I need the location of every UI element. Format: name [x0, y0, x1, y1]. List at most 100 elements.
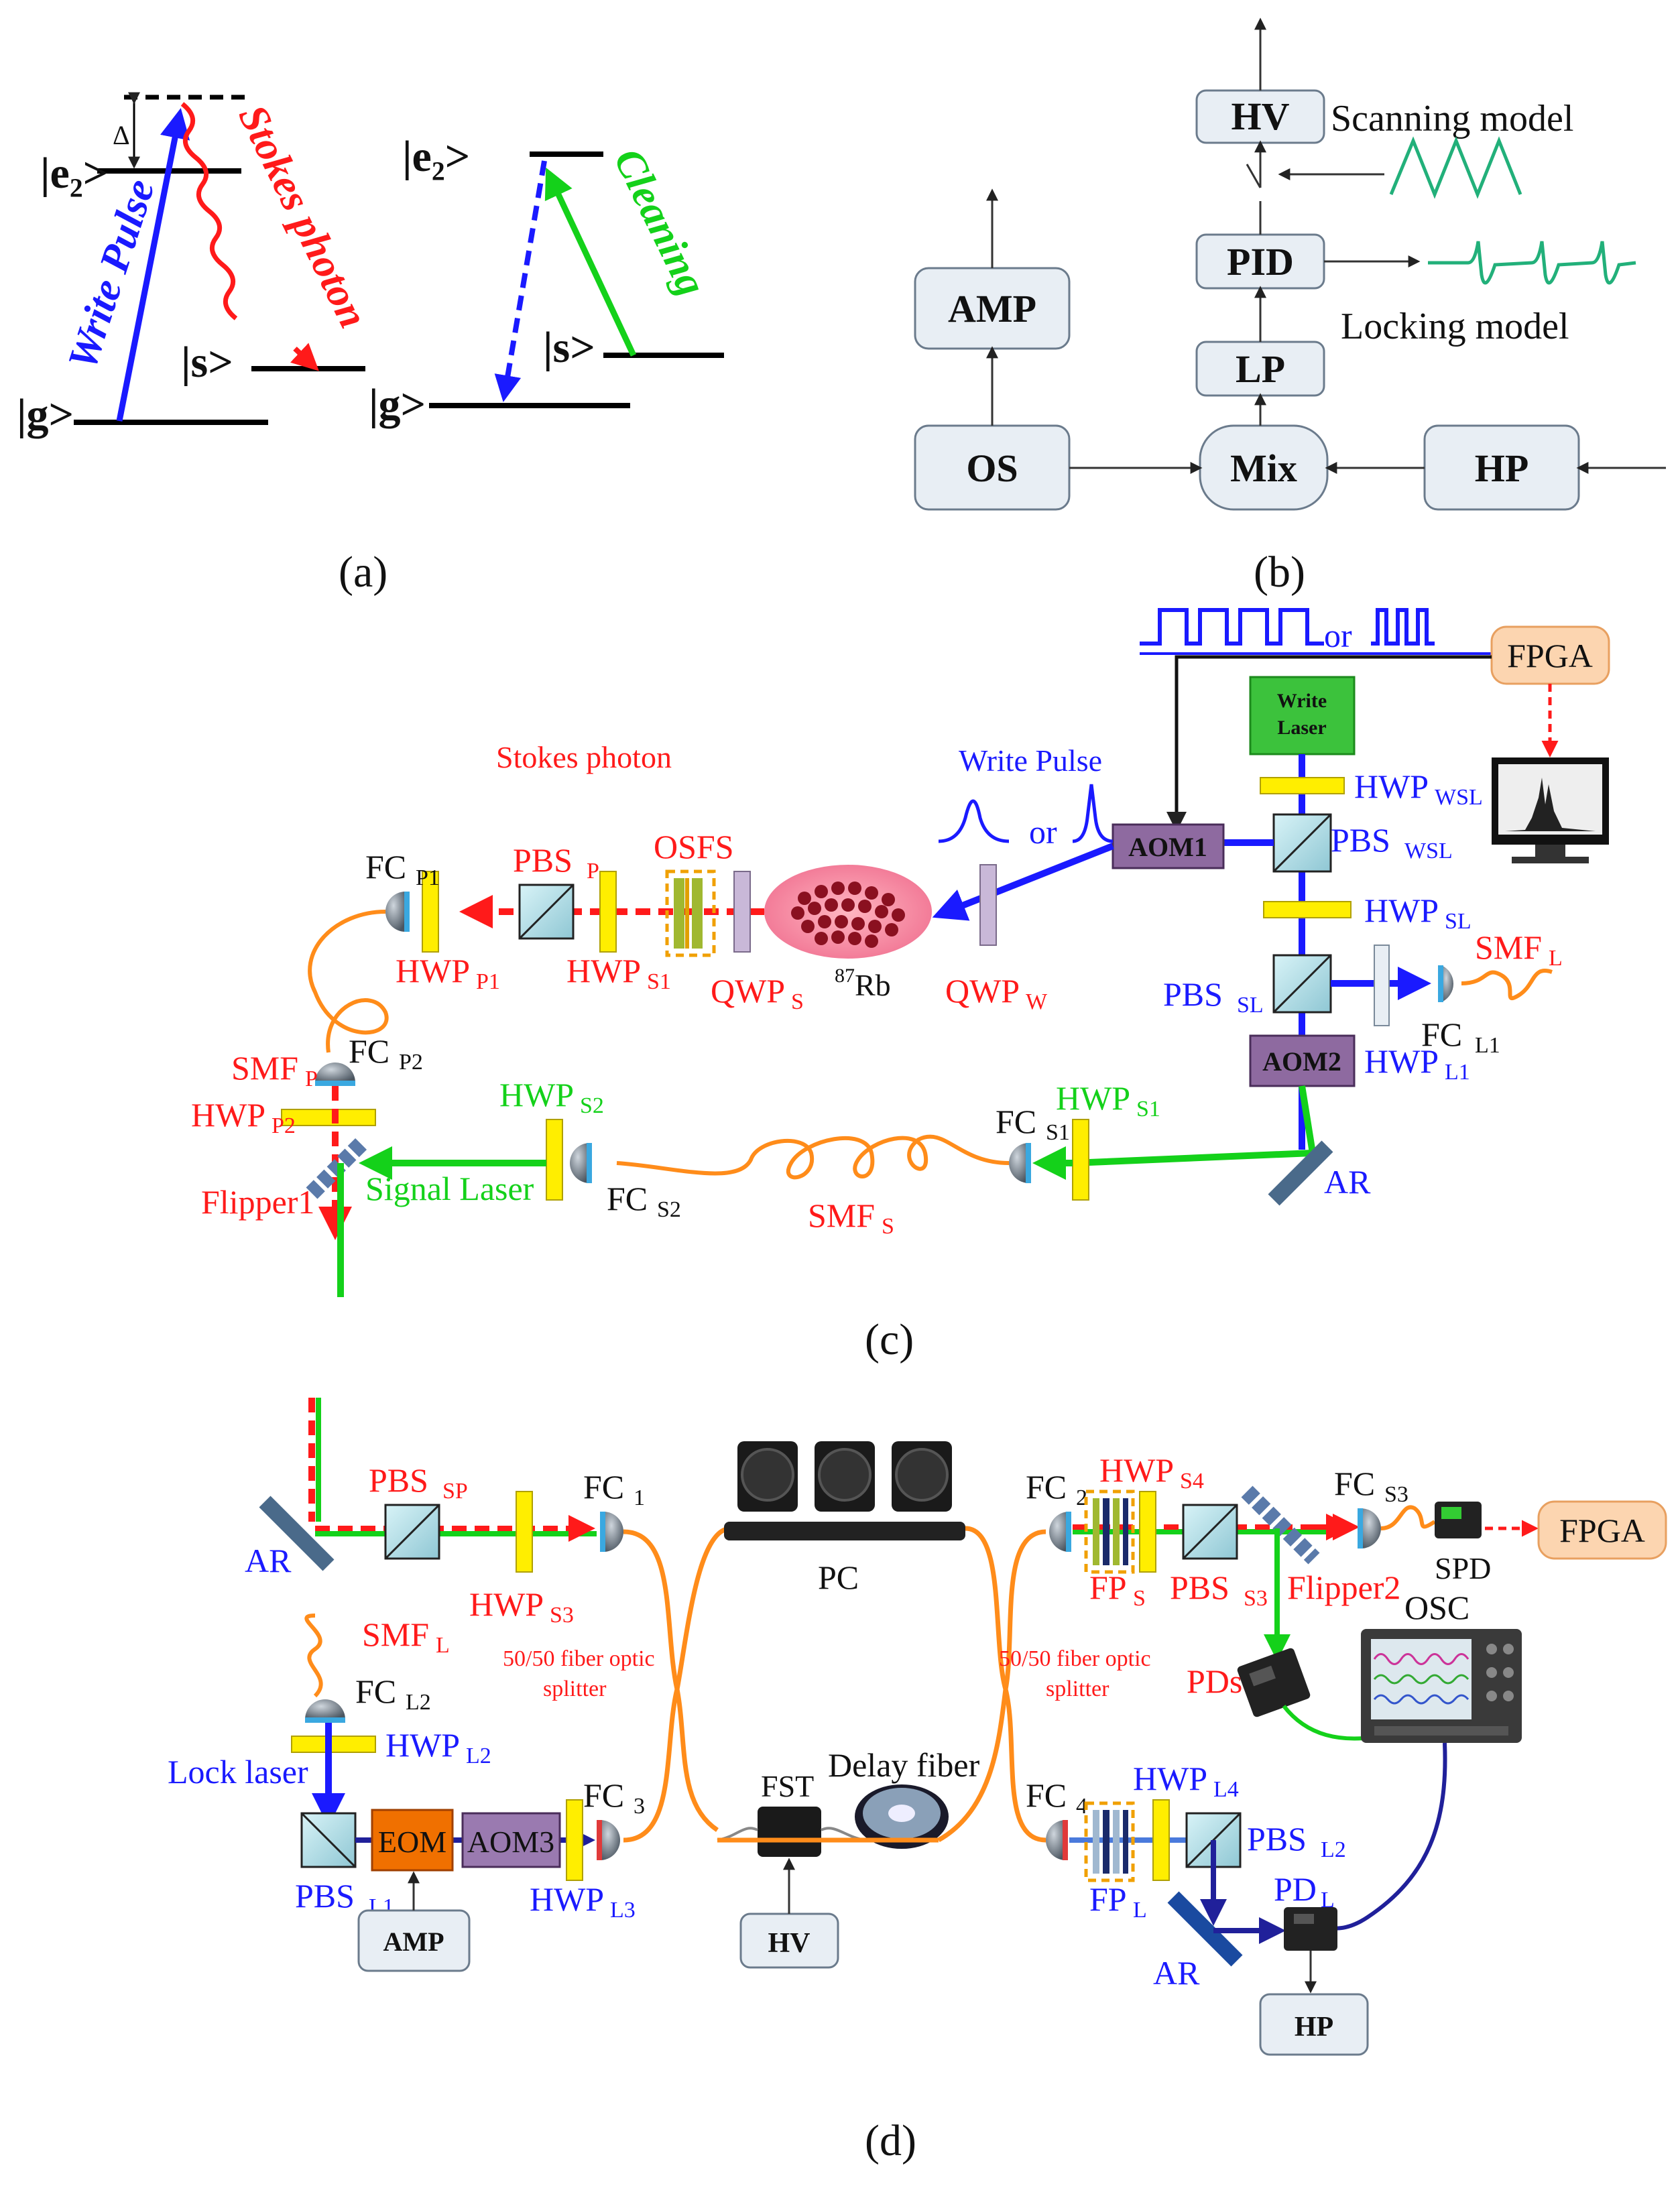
- panel-a-energy-levels: Δ |e₂> |s> |g> Write Pulse Stokes photon…: [17, 92, 724, 439]
- svg-text:50/50 fiber optic: 50/50 fiber optic: [999, 1646, 1151, 1671]
- svg-text:AOM2: AOM2: [1262, 1046, 1341, 1077]
- svg-text:splitter: splitter: [543, 1677, 607, 1701]
- svg-text:PBS: PBS: [369, 1461, 428, 1499]
- panel-d-label: (d): [865, 2116, 916, 2165]
- svg-text:P1: P1: [476, 969, 500, 994]
- panel-b-block-diagram: HV PID LP Mix OS AMP HP Scanning model L…: [914, 17, 1666, 511]
- fc2-coupler: [1049, 1512, 1071, 1552]
- svg-text:L: L: [1549, 946, 1563, 971]
- aom2-block: [1249, 1034, 1356, 1087]
- fc-p1-coupler: [385, 892, 410, 932]
- svg-text:PBS: PBS: [1331, 821, 1390, 859]
- fst-stretcher-icon: [717, 1807, 865, 1857]
- svg-text:S3: S3: [550, 1603, 574, 1628]
- fp-s-filter: [1084, 1490, 1135, 1574]
- svg-text:SPD: SPD: [1435, 1551, 1491, 1585]
- svg-text:PBS: PBS: [1170, 1569, 1229, 1606]
- scanning-model-label: Scanning model: [1331, 98, 1573, 139]
- svg-text:SL: SL: [1445, 909, 1472, 934]
- svg-text:FC: FC: [583, 1776, 624, 1814]
- pbs-sp-cube: [384, 1504, 440, 1560]
- svg-text:HWP: HWP: [530, 1880, 604, 1918]
- fpga-block-d: [1537, 1500, 1667, 1560]
- svg-text:FC: FC: [1026, 1776, 1067, 1814]
- svg-text:S: S: [791, 989, 804, 1014]
- narrow-pulse-icon: [1072, 784, 1114, 843]
- svg-text:HV: HV: [768, 1928, 811, 1959]
- svg-text:Stokes photon: Stokes photon: [496, 740, 672, 774]
- svg-text:HWP: HWP: [396, 952, 470, 989]
- svg-text:HWP: HWP: [1354, 768, 1429, 805]
- svg-text:AMP: AMP: [948, 287, 1036, 330]
- eom-block: [371, 1809, 454, 1872]
- level-g-label-right: |g>: [369, 380, 426, 429]
- scanning-sawtooth: [1389, 136, 1522, 199]
- svg-text:Mix: Mix: [1230, 446, 1297, 490]
- svg-text:OSC: OSC: [1404, 1589, 1469, 1626]
- write-laser-block: [1249, 676, 1356, 755]
- svg-text:W: W: [1026, 989, 1048, 1014]
- svg-text:or: or: [1324, 617, 1352, 654]
- svg-text:87: 87: [835, 965, 855, 987]
- svg-text:L: L: [1321, 1888, 1335, 1912]
- svg-text:AR: AR: [245, 1542, 292, 1579]
- svg-text:Flipper1: Flipper1: [201, 1183, 314, 1221]
- svg-text:P2: P2: [399, 1050, 423, 1075]
- svg-text:FST: FST: [761, 1769, 814, 1803]
- svg-text:FC: FC: [996, 1103, 1036, 1140]
- svg-text:Lock laser: Lock laser: [168, 1753, 308, 1790]
- svg-text:L1: L1: [1445, 1060, 1470, 1085]
- level-e2-label: |e₂>: [40, 149, 108, 198]
- fiber-bot-left: [623, 1526, 731, 1843]
- svg-text:Laser: Laser: [1277, 717, 1326, 739]
- fc-s2-coupler: [570, 1143, 592, 1183]
- svg-text:HWP: HWP: [566, 952, 641, 989]
- svg-text:PBS: PBS: [1163, 975, 1223, 1013]
- svg-text:PBS: PBS: [1247, 1820, 1307, 1858]
- cleaning-label: Cleaning: [605, 141, 715, 302]
- fiber-top-left: [623, 1529, 719, 1832]
- svg-text:P: P: [587, 859, 599, 884]
- pbs-sl-cube: [1272, 954, 1332, 1014]
- svg-text:PC: PC: [818, 1559, 859, 1596]
- svg-text:L: L: [1133, 1898, 1147, 1923]
- panel-c-write-setup: or FPGA Write Laser HWP WSL PBS WSL AOM1…: [191, 608, 1610, 1297]
- svg-text:Delay fiber: Delay fiber: [828, 1746, 980, 1784]
- locking-error-signal: [1428, 241, 1636, 285]
- svg-text:PID: PID: [1227, 240, 1294, 284]
- svg-text:S: S: [882, 1214, 894, 1239]
- svg-text:L1: L1: [1475, 1033, 1500, 1058]
- svg-text:HWP: HWP: [191, 1096, 265, 1134]
- svg-text:OSFS: OSFS: [654, 828, 734, 865]
- svg-text:FC: FC: [1421, 1016, 1462, 1053]
- svg-text:PD: PD: [1274, 1870, 1317, 1908]
- svg-text:LP: LP: [1236, 347, 1285, 391]
- panel-a-label: (a): [339, 548, 387, 597]
- svg-text:FP: FP: [1089, 1880, 1127, 1918]
- svg-text:1: 1: [634, 1485, 645, 1510]
- rect-pulse-train-icon: [1140, 608, 1324, 646]
- svg-text:AR: AR: [1324, 1163, 1371, 1201]
- aom1-block: [1112, 823, 1225, 869]
- svg-text:L2: L2: [406, 1690, 431, 1715]
- svg-text:Flipper2: Flipper2: [1287, 1569, 1400, 1606]
- short-pulse-train-icon: [1371, 608, 1435, 646]
- spd-detector-icon: [1435, 1502, 1482, 1538]
- svg-text:HWP: HWP: [1133, 1760, 1207, 1797]
- level-g-label: |g>: [17, 390, 74, 439]
- svg-text:50/50 fiber optic: 50/50 fiber optic: [503, 1646, 655, 1671]
- svg-text:WSL: WSL: [1435, 785, 1483, 810]
- fc4-coupler: [1046, 1820, 1068, 1860]
- fc1-coupler: [600, 1512, 623, 1552]
- delay-fiber-spool: [855, 1784, 949, 1849]
- svg-text:S4: S4: [1180, 1469, 1204, 1494]
- svg-text:SL: SL: [1237, 993, 1264, 1018]
- svg-text:FC: FC: [1026, 1468, 1067, 1506]
- level-e2-label-right: |e₂>: [402, 132, 470, 181]
- svg-text:FPGA: FPGA: [1559, 1512, 1645, 1549]
- svg-text:HWP: HWP: [1056, 1079, 1130, 1117]
- level-s-label: |s>: [181, 338, 233, 387]
- aom3-block: [461, 1812, 561, 1868]
- svg-text:PDs: PDs: [1187, 1662, 1242, 1700]
- svg-text:L2: L2: [1321, 1837, 1346, 1862]
